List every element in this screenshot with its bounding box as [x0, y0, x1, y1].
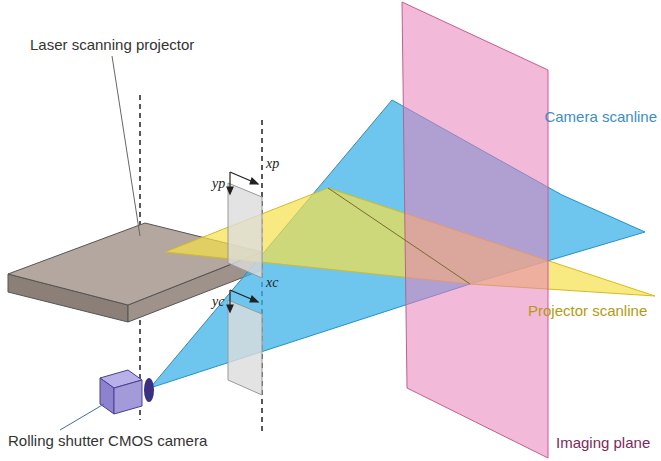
- axis-label: xc: [266, 275, 278, 291]
- intersection-line: [328, 188, 470, 284]
- plane-label: Camera scanline: [544, 108, 657, 125]
- axis-label: yp: [212, 176, 225, 192]
- projector-axes: [227, 172, 258, 194]
- axis-label: xp: [266, 156, 279, 172]
- part-label: Laser scanning projector: [30, 36, 194, 53]
- plane-label: Projector scanline: [528, 302, 647, 319]
- plane-label: Imaging plane: [556, 434, 650, 451]
- camera-image-plane: [228, 300, 262, 395]
- camera-axes: [227, 290, 258, 312]
- imaging-plane: [402, 2, 548, 458]
- camera-front: [114, 380, 142, 414]
- leader-line: [60, 404, 104, 430]
- projector-image-plane: [228, 183, 262, 278]
- camera-side: [100, 378, 114, 414]
- camera-lens: [144, 378, 154, 402]
- leader-line: [112, 56, 140, 236]
- part-label: Rolling shutter CMOS camera: [8, 432, 207, 449]
- axis-label: yc: [212, 294, 224, 310]
